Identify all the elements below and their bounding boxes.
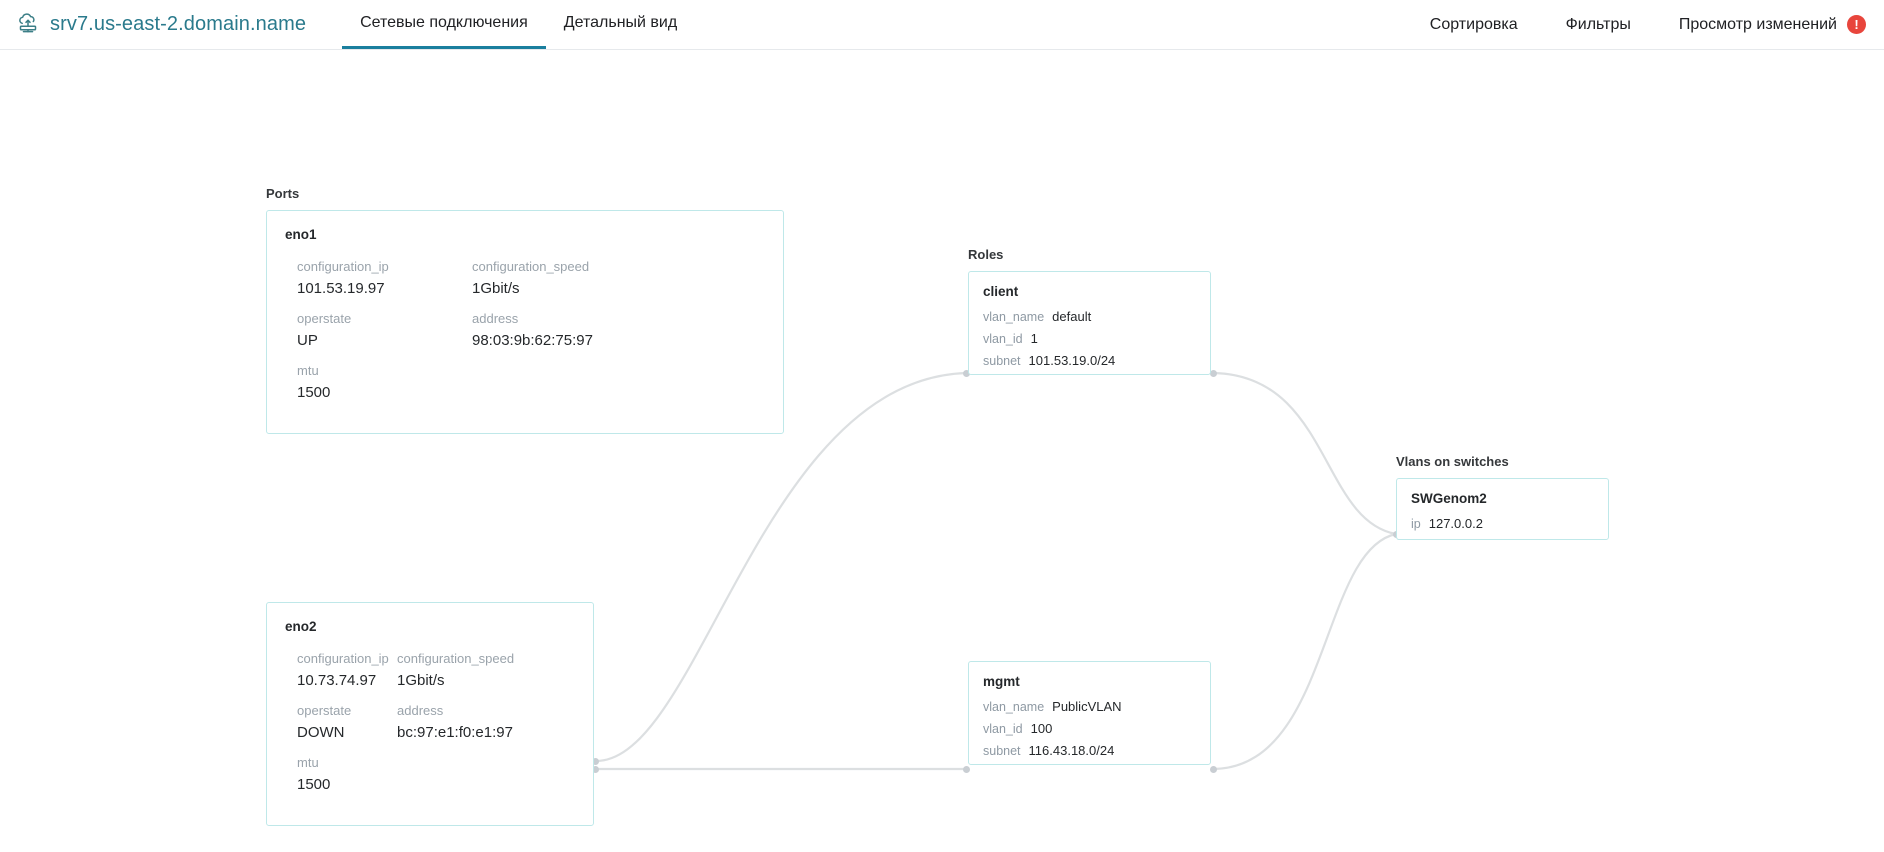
field-empty	[383, 744, 577, 796]
edge-anchor	[1210, 370, 1217, 377]
field-value: 1	[1030, 331, 1038, 346]
field-operstate: operstate UP	[283, 300, 458, 352]
field-mtu: mtu 1500	[283, 744, 383, 796]
field-key: operstate	[297, 311, 352, 326]
role-card-client[interactable]: client vlan_name default vlan_id 1 subne…	[968, 271, 1211, 375]
field-value: 1500	[297, 776, 331, 793]
field-value: bc:97:e1:f0:e1:97	[397, 724, 513, 741]
alert-icon[interactable]: !	[1847, 15, 1866, 34]
field-key: configuration_ip	[297, 259, 389, 274]
field-value: 127.0.0.2	[1428, 516, 1483, 531]
filters-button[interactable]: Фильтры	[1565, 15, 1631, 33]
role-card-title: client	[983, 284, 1019, 299]
field-key: vlan_name	[983, 700, 1045, 714]
field-configuration-speed: configuration_speed 1Gbit/s	[383, 640, 577, 692]
field-key: address	[397, 703, 444, 718]
field-key: address	[472, 311, 519, 326]
field-value: 100	[1030, 721, 1053, 736]
role-card-mgmt[interactable]: mgmt vlan_name PublicVLAN vlan_id 100 su…	[968, 661, 1211, 765]
switch-card-title: SWGenom2	[1411, 491, 1487, 506]
field-value: 1Gbit/s	[397, 672, 445, 689]
edge-layer	[595, 371, 1397, 771]
view-changes-button[interactable]: Просмотр изменений	[1678, 15, 1837, 33]
group-label-vlans: Vlans on switches	[1396, 454, 1509, 469]
sort-button[interactable]: Сортировка	[1429, 15, 1518, 33]
edge-anchor	[963, 370, 970, 377]
port-card-title: eno2	[285, 619, 317, 634]
field-key: vlan_name	[983, 310, 1045, 324]
field-key: ip	[1411, 517, 1421, 531]
field-vlan-name: vlan_name default	[983, 306, 1196, 328]
field-vlan-id: vlan_id 100	[983, 718, 1196, 740]
field-value: 101.53.19.0/24	[1028, 353, 1116, 368]
field-key: vlan_id	[983, 722, 1023, 736]
field-ip: ip 127.0.0.2	[1411, 513, 1594, 535]
field-address: address bc:97:e1:f0:e1:97	[383, 692, 577, 744]
field-value: 98:03:9b:62:75:97	[472, 332, 593, 349]
field-key: operstate	[297, 703, 352, 718]
top-bar-actions: Сортировка Фильтры Просмотр изменений !	[1406, 0, 1884, 49]
group-label-ports: Ports	[266, 186, 300, 201]
field-key: configuration_speed	[397, 651, 515, 666]
field-key: vlan_id	[983, 332, 1023, 346]
field-key: mtu	[297, 755, 319, 770]
server-cloud-icon	[16, 12, 40, 37]
edge-anchor	[1210, 766, 1217, 773]
field-value: 116.43.18.0/24	[1028, 743, 1115, 758]
field-configuration-ip: configuration_ip 10.73.74.97	[283, 640, 389, 692]
port-card-eno2[interactable]: eno2 configuration_ip 10.73.74.97 config…	[266, 602, 594, 826]
group-label-roles: Roles	[968, 247, 1004, 262]
field-value: DOWN	[297, 724, 345, 741]
tab-network-connections[interactable]: Сетевые подключения	[342, 0, 546, 49]
field-configuration-ip: configuration_ip 101.53.19.97	[283, 248, 458, 300]
field-value: UP	[297, 332, 318, 349]
field-vlan-id: vlan_id 1	[983, 328, 1196, 350]
field-operstate: operstate DOWN	[283, 692, 383, 744]
top-bar: srv7.us-east-2.domain.name Сетевые подкл…	[0, 0, 1884, 50]
field-subnet: subnet 101.53.19.0/24	[983, 350, 1196, 372]
edge-anchor	[592, 758, 599, 765]
graph-canvas[interactable]: Ports Roles Vlans on switches eno1 confi…	[0, 50, 1884, 852]
field-subnet: subnet 116.43.18.0/24	[983, 740, 1196, 762]
field-value: default	[1052, 309, 1092, 324]
page-title: srv7.us-east-2.domain.name	[50, 13, 307, 35]
field-value: PublicVLAN	[1052, 699, 1122, 714]
field-key: subnet	[983, 354, 1021, 368]
port-card-eno1[interactable]: eno1 configuration_ip 101.53.19.97 confi…	[266, 210, 784, 434]
edge-anchor	[592, 766, 599, 773]
field-value: 1500	[297, 384, 331, 401]
role-card-title: mgmt	[983, 674, 1020, 689]
field-mtu: mtu 1500	[283, 352, 458, 404]
field-empty	[458, 352, 767, 404]
field-key: subnet	[983, 744, 1021, 758]
port-card-title: eno1	[285, 227, 317, 242]
field-configuration-speed: configuration_speed 1Gbit/s	[458, 248, 767, 300]
brand: srv7.us-east-2.domain.name	[0, 0, 306, 49]
tab-detailed-view[interactable]: Детальный вид	[563, 14, 678, 31]
field-value: 10.73.74.97	[297, 672, 377, 689]
switch-card-swgenom2[interactable]: SWGenom2 ip 127.0.0.2	[1396, 478, 1609, 540]
edge-anchor	[963, 766, 970, 773]
field-vlan-name: vlan_name PublicVLAN	[983, 696, 1196, 718]
field-address: address 98:03:9b:62:75:97	[458, 300, 767, 352]
field-value: 101.53.19.97	[297, 280, 385, 297]
field-key: mtu	[297, 363, 319, 378]
field-value: 1Gbit/s	[472, 280, 520, 297]
field-key: configuration_ip	[297, 651, 389, 666]
field-key: configuration_speed	[472, 259, 590, 274]
tab-bar: Сетевые подключения Детальный вид	[342, 0, 695, 49]
